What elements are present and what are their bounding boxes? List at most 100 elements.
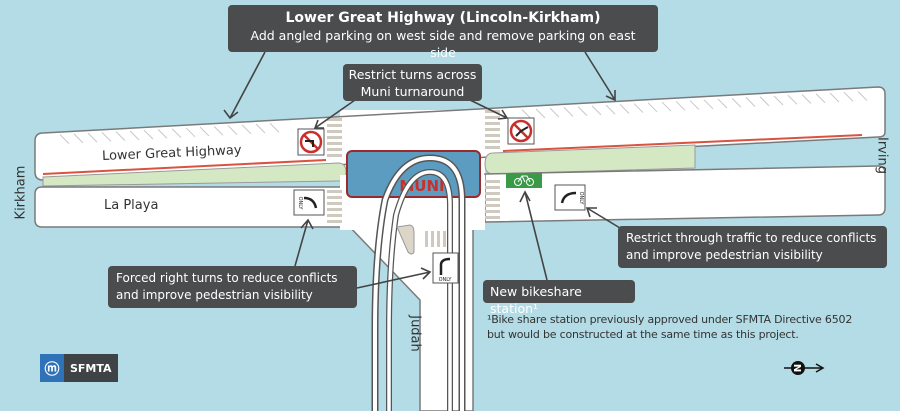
parking-hatch-mark [759,96,770,107]
crosswalk-stripe [327,202,342,205]
svg-text:ONLY: ONLY [439,277,453,283]
parking-hatch-mark [745,97,756,107]
crosswalk-stripe [327,190,342,193]
left-turn-only-sign-east: ONLY [554,184,586,211]
crosswalk-stripe [485,180,500,183]
parking-hatch-mark [633,103,644,113]
sfmta-logo: ⓜ SFMTA [40,354,118,382]
callout-line: Restrict turns across [348,67,477,82]
callout-line: Muni turnaround [360,84,465,99]
through-traffic-callout: Restrict through traffic to reduce confl… [618,226,887,268]
parking-hatch-mark [521,109,532,119]
parking-hatch-mark [675,100,686,111]
parking-hatch-mark [115,131,126,141]
title-text: Lower Great Highway (Lincoln-Kirkham) [285,10,601,26]
parking-hatch-mark [73,133,84,144]
parking-hatch-mark [717,98,728,109]
parking-hatch-mark [647,102,658,113]
no-parking-line-west [42,159,327,175]
svg-text:N: N [791,364,802,372]
crosswalk-stripe [327,124,342,127]
parking-hatch-mark [773,95,784,106]
svg-text:ONLY: ONLY [578,192,584,206]
crosswalk-stripe [485,146,500,149]
parking-hatch-mark [101,132,112,142]
callout-line: Forced right turns to reduce conflicts [116,271,338,285]
callout-line: and improve pedestrian visibility [116,288,313,302]
parking-hatch-mark [843,91,854,102]
muni-turns-callout: Restrict turns across Muni turnaround [343,64,482,101]
crosswalk-stripe [443,231,446,247]
angled-parking-hatch [59,91,868,145]
crosswalk-stripe [327,148,342,151]
parking-hatch-mark [143,129,154,140]
bikeshare-station-icon [506,173,542,188]
parking-hatch-mark [857,91,868,101]
crosswalk-stripe [327,130,342,133]
title-callout: Lower Great Highway (Lincoln-Kirkham) Ad… [228,5,658,60]
street-label-judah: Judah [407,315,423,352]
crosswalk-stripe [327,196,342,199]
street-label-la-playa: La Playa [104,198,159,213]
lower-great-highway-road [34,86,886,181]
crosswalk-stripe [437,231,440,247]
parking-hatch-mark [213,125,224,136]
crosswalk-stripe [485,204,500,207]
crosswalk-stripe [485,186,500,189]
crosswalk-stripe [425,231,428,247]
parking-hatch-mark [619,103,630,114]
callout-line: and improve pedestrian visibility [626,248,823,262]
parking-hatch-mark [731,97,742,108]
street-label-kirkham: Kirkham [13,165,29,220]
crosswalk-stripe [327,154,342,157]
parking-hatch-mark [535,108,546,119]
pedestrian-island [396,224,415,255]
parking-hatch-mark [185,127,196,138]
crosswalk-stripe [485,128,500,131]
crosswalk-stripe [485,140,500,143]
right-turn-only-sign-la-playa: ONLY [293,189,325,216]
parking-hatch-mark [801,94,812,104]
forced-right-callout: Forced right turns to reduce conflicts a… [108,266,357,308]
no-parking-line-east [502,134,863,152]
street-label-irving: Irving [874,137,890,174]
no-left-turn-sign-west [297,128,325,156]
parking-hatch-mark [199,126,210,137]
subtitle-text: Add angled parking on west side and remo… [250,28,636,60]
footnote: ¹Bike share station previously approved … [487,312,852,342]
no-left-turn-sign-east [507,117,535,145]
parking-hatch-mark [241,124,252,135]
crosswalk-stripe [431,231,434,247]
parking-hatch-mark [59,134,70,145]
crosswalk-stripe [327,118,342,121]
parking-hatch-mark [605,104,616,115]
svg-text:ONLY: ONLY [297,197,303,211]
parking-hatch-mark [661,101,672,112]
crosswalk-stripe [485,216,500,219]
footnote-line: but would be constructed at the same tim… [487,328,799,341]
parking-hatch-mark [787,94,798,105]
crosswalk-stripe [485,198,500,201]
callout-arrows [223,51,621,289]
parking-hatch-mark [829,92,840,103]
parking-hatch-mark [157,128,168,139]
sfmta-logo-text: SFMTA [64,354,118,382]
crosswalk-stripe [485,134,500,137]
parking-hatch-mark [129,130,140,141]
parking-hatch-mark [689,100,700,110]
north-arrow-icon: N [784,361,825,375]
sfmta-logo-mark-icon: ⓜ [40,354,64,382]
east-lower-road [484,165,886,223]
crosswalk-stripe [327,214,342,217]
parking-hatch-mark [87,132,98,143]
crosswalk-stripe [485,116,500,119]
parking-hatch-mark [269,122,280,133]
crosswalk-stripe [327,208,342,211]
parking-hatch-mark [227,125,238,135]
parking-hatch-mark [171,128,182,138]
crosswalk-stripe [485,122,500,125]
parking-hatch-mark [815,93,826,104]
crosswalk-stripe [327,142,342,145]
crosswalk-stripe [485,192,500,195]
